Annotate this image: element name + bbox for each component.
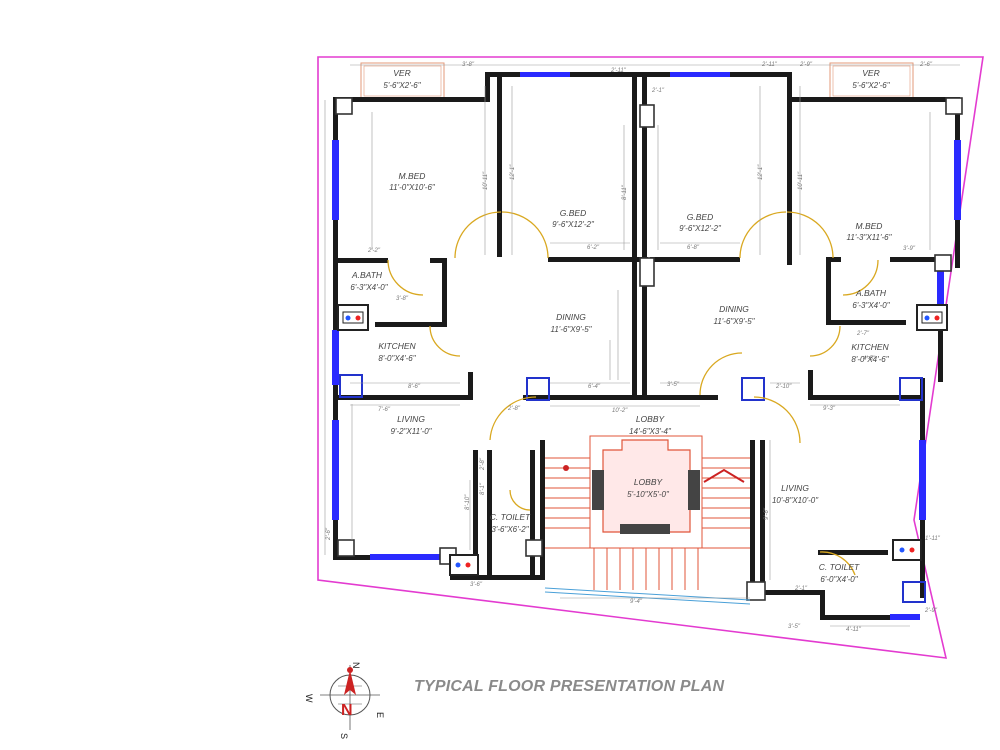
- dim-label: 2'-7": [856, 331, 870, 337]
- compass-s: S: [339, 733, 349, 739]
- room-name-mbed-right: M.BED: [856, 221, 883, 231]
- dim-label: 6'-2": [587, 245, 600, 251]
- interior-walls: [338, 77, 940, 600]
- room-name-ctoilet-right: C. TOILET: [819, 562, 860, 572]
- dim-label: 12'-1": [758, 164, 764, 180]
- dim-label: 3'-6": [470, 582, 483, 588]
- svg-text:N: N: [341, 702, 353, 719]
- dim-label: 10'-11": [798, 171, 804, 190]
- room-size-ver-right: 5'-6"X2'-6": [852, 81, 890, 90]
- dim-label: 3'-8": [462, 62, 475, 68]
- dim-label: 9'-4": [630, 599, 643, 605]
- room-size-gbed-left: 9'-6"X12'-2": [552, 220, 595, 229]
- room-name-ctoilet-left: C. TOILET: [490, 512, 531, 522]
- room-name-kitchen-right: KITCHEN: [851, 342, 889, 352]
- dim-label: 10'-11": [483, 171, 489, 190]
- staircase: [544, 435, 751, 605]
- dim-label: 4'-11": [846, 627, 862, 633]
- dim-label: 6'-8": [687, 245, 700, 251]
- room-size-abath-left: 6'-3"X4'-0": [350, 283, 388, 292]
- dim-label: 2'-9": [799, 62, 813, 68]
- bath-fixtures: [337, 304, 948, 603]
- room-name-living-left: LIVING: [397, 414, 425, 424]
- dim-label: 1'-11": [925, 536, 941, 542]
- room-name-gbed-left: G.BED: [560, 208, 586, 218]
- dim-label: 2'-6": [326, 527, 332, 541]
- columns: [335, 97, 963, 601]
- room-size-lobby-main: 14'-6"X3'-4": [629, 427, 672, 436]
- dim-label: 4'-5": [863, 356, 876, 362]
- plan-title: TYPICAL FLOOR PRESENTATION PLAN: [414, 678, 725, 695]
- room-size-lobby-core: 5'-10"X5'-0": [627, 490, 670, 499]
- dim-label: 2'-9": [924, 608, 938, 614]
- room-size-living-left: 9'-2"X11'-0": [390, 427, 432, 436]
- dim-label: 2'-11": [610, 68, 627, 74]
- room-size-kitchen-right: 8'-0"X4'-6": [851, 355, 889, 364]
- room-name-dining-left: DINING: [556, 312, 586, 322]
- dimension-lines: [324, 64, 960, 627]
- dim-label: 8'-11": [622, 184, 628, 200]
- room-name-abath-right: A.BATH: [855, 288, 887, 298]
- windows: [332, 72, 961, 620]
- room-size-ctoilet-right: 6'-0"X4'-0": [820, 575, 858, 584]
- room-name-lobby-core: LOBBY: [634, 477, 664, 487]
- room-size-ctoilet-left: 3'-6"X6'-2": [491, 525, 529, 534]
- dim-label: 3'-5": [667, 382, 680, 388]
- dim-label: 2'-8": [480, 457, 486, 471]
- dim-label: 8'-6": [408, 384, 421, 390]
- plot-boundary: [317, 56, 984, 659]
- room-size-dining-right: 11'-6"X9'-5": [713, 317, 755, 326]
- compass-e: E: [375, 712, 385, 718]
- dim-label: 3'-5": [788, 624, 801, 630]
- dim-label: 2'-11": [761, 62, 778, 68]
- dim-label: 10'-2": [612, 408, 628, 414]
- dim-label: 8'-10": [465, 494, 471, 510]
- dim-label: 2'-2": [367, 248, 381, 254]
- dim-label: 9'-6": [764, 507, 770, 520]
- dim-label: 2'-8": [507, 406, 521, 412]
- room-size-dining-left: 11'-6"X9'-5": [550, 325, 592, 334]
- dim-label: 2'-1": [794, 586, 808, 592]
- room-name-ver-right: VER: [862, 68, 879, 78]
- room-size-living-right: 10'-8"X10'-0": [772, 496, 819, 505]
- dim-label: 2'-6": [919, 62, 933, 68]
- dim-label: 12'-1": [510, 164, 516, 180]
- room-name-gbed-right: G.BED: [687, 212, 713, 222]
- room-size-abath-right: 6'-3"X4'-0": [852, 301, 890, 310]
- compass-rose: N N S E W: [304, 662, 385, 739]
- dim-label: 8'-1": [480, 482, 486, 495]
- room-name-dining-right: DINING: [719, 304, 749, 314]
- dim-label: 9'-3": [823, 406, 836, 412]
- dim-label: 2'-1": [651, 88, 665, 94]
- compass-w: W: [304, 694, 314, 703]
- room-name-ver-left: VER: [393, 68, 410, 78]
- dimension-labels: 3'-8" 2'-11" 2'-11" 2'-9" 2'-6" 2'-1" 10…: [326, 62, 941, 633]
- room-name-abath-left: A.BATH: [351, 270, 383, 280]
- room-size-mbed-right: 11'-3"X11'-6": [847, 233, 893, 242]
- room-name-kitchen-left: KITCHEN: [378, 341, 416, 351]
- room-size-kitchen-left: 8'-0"X4'-6": [378, 354, 416, 363]
- dim-label: 2'-10": [775, 384, 792, 390]
- room-name-lobby-main: LOBBY: [636, 414, 666, 424]
- room-size-gbed-right: 9'-6"X12'-2": [679, 224, 722, 233]
- room-name-living-right: LIVING: [781, 483, 809, 493]
- compass-n: N: [351, 662, 361, 669]
- room-size-mbed-left: 11'-0"X10'-6": [389, 183, 436, 192]
- room-labels: VER 5'-6"X2'-6" VER 5'-6"X2'-6" M.BED 11…: [350, 68, 892, 584]
- dim-label: 6'-4": [588, 384, 601, 390]
- doors: [387, 211, 879, 576]
- dim-label: 3'-9": [903, 246, 916, 252]
- room-name-mbed-left: M.BED: [399, 171, 426, 181]
- dim-label: 7'-6": [378, 407, 391, 413]
- dim-label: 3'-8": [396, 296, 409, 302]
- room-size-ver-left: 5'-6"X2'-6": [383, 81, 421, 90]
